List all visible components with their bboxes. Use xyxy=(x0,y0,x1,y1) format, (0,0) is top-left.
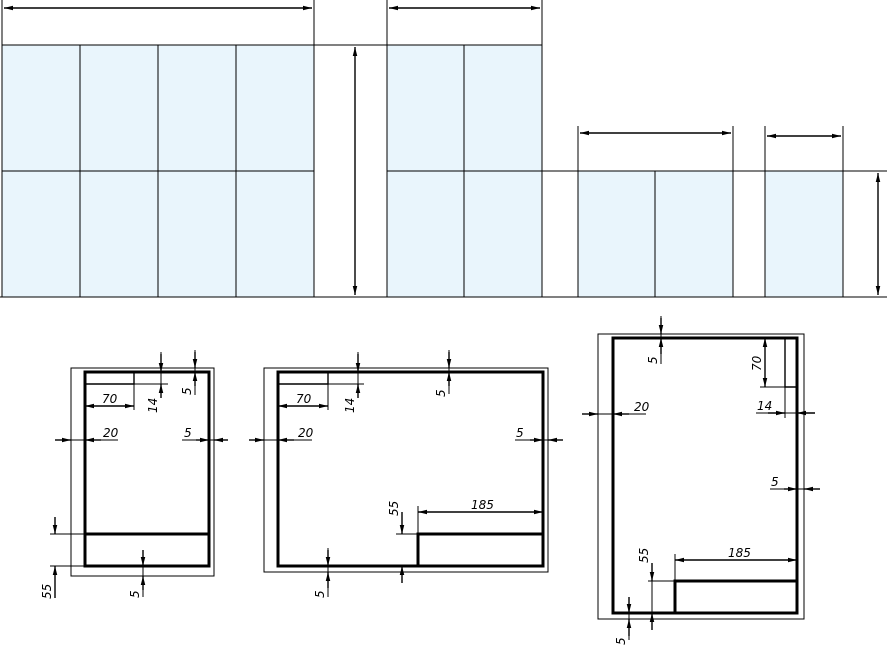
sheet-a: 20 5 5 5 70 14 55 xyxy=(40,350,228,599)
format-group-2 xyxy=(386,44,543,298)
dim-title-h-label: 55 xyxy=(637,548,651,563)
title-block xyxy=(673,579,797,613)
drawing-frame xyxy=(276,370,545,568)
format-group-4 xyxy=(764,170,844,298)
format-cell xyxy=(463,170,543,298)
format-cell xyxy=(79,170,159,298)
format-group-1 xyxy=(1,44,315,298)
format-cell xyxy=(79,44,159,172)
title-block xyxy=(416,532,543,566)
sheet-trim-edge xyxy=(597,333,805,620)
dim-top-label: 5 xyxy=(646,356,660,364)
dim-left-label: 20 xyxy=(298,426,314,440)
format-cell xyxy=(764,170,844,298)
dim-left-label: 20 xyxy=(634,400,650,414)
sheet-b: 20 5 5 5 70 14 185 55 xyxy=(249,350,563,598)
sheet-c: 5 70 14 20 5 185 55 5 xyxy=(582,316,820,645)
format-group-3 xyxy=(577,170,734,298)
dim-title-w-label: 185 xyxy=(471,498,494,512)
format-cell xyxy=(386,44,465,172)
dim-bottom-label: 5 xyxy=(614,637,628,645)
dim-right-label: 5 xyxy=(184,426,192,440)
dim-block-w-label: 14 xyxy=(757,399,772,413)
dim-right-label: 5 xyxy=(516,426,524,440)
dim-left-label: 20 xyxy=(103,426,119,440)
format-cell xyxy=(157,170,237,298)
extra-block xyxy=(784,338,797,388)
dim-title-h-label: 55 xyxy=(387,501,401,516)
dim-block-w-label: 70 xyxy=(102,392,118,406)
dim-block-w-label: 70 xyxy=(296,392,312,406)
dim-bottom-label: 5 xyxy=(313,590,327,598)
dim-title-w-label: 185 xyxy=(728,546,751,560)
format-cell xyxy=(463,44,543,172)
dim-top-label: 5 xyxy=(180,387,194,395)
format-cell xyxy=(1,44,81,172)
format-cell xyxy=(386,170,465,298)
format-cell xyxy=(654,170,734,298)
dim-right-label: 5 xyxy=(771,475,779,489)
dim-block-h-label: 70 xyxy=(750,355,764,371)
dim-block-h-label: 14 xyxy=(343,398,357,413)
dim-bottom-label: 5 xyxy=(128,590,142,598)
format-cell xyxy=(235,44,315,172)
dim-top-label: 5 xyxy=(434,389,448,397)
format-cell xyxy=(577,170,656,298)
format-grid xyxy=(0,0,887,298)
format-cell xyxy=(235,170,315,298)
sheet-trim-edge xyxy=(70,367,215,577)
extra-block xyxy=(85,372,135,385)
dim-title-h-label: 55 xyxy=(40,584,54,599)
extra-block xyxy=(278,372,329,385)
dim-block-h-label: 14 xyxy=(146,398,160,413)
format-cell xyxy=(1,170,81,298)
drawing-frame xyxy=(83,370,211,568)
drawing-frame xyxy=(611,336,799,615)
sheet-trim-edge xyxy=(263,367,549,573)
format-cell xyxy=(157,44,237,172)
